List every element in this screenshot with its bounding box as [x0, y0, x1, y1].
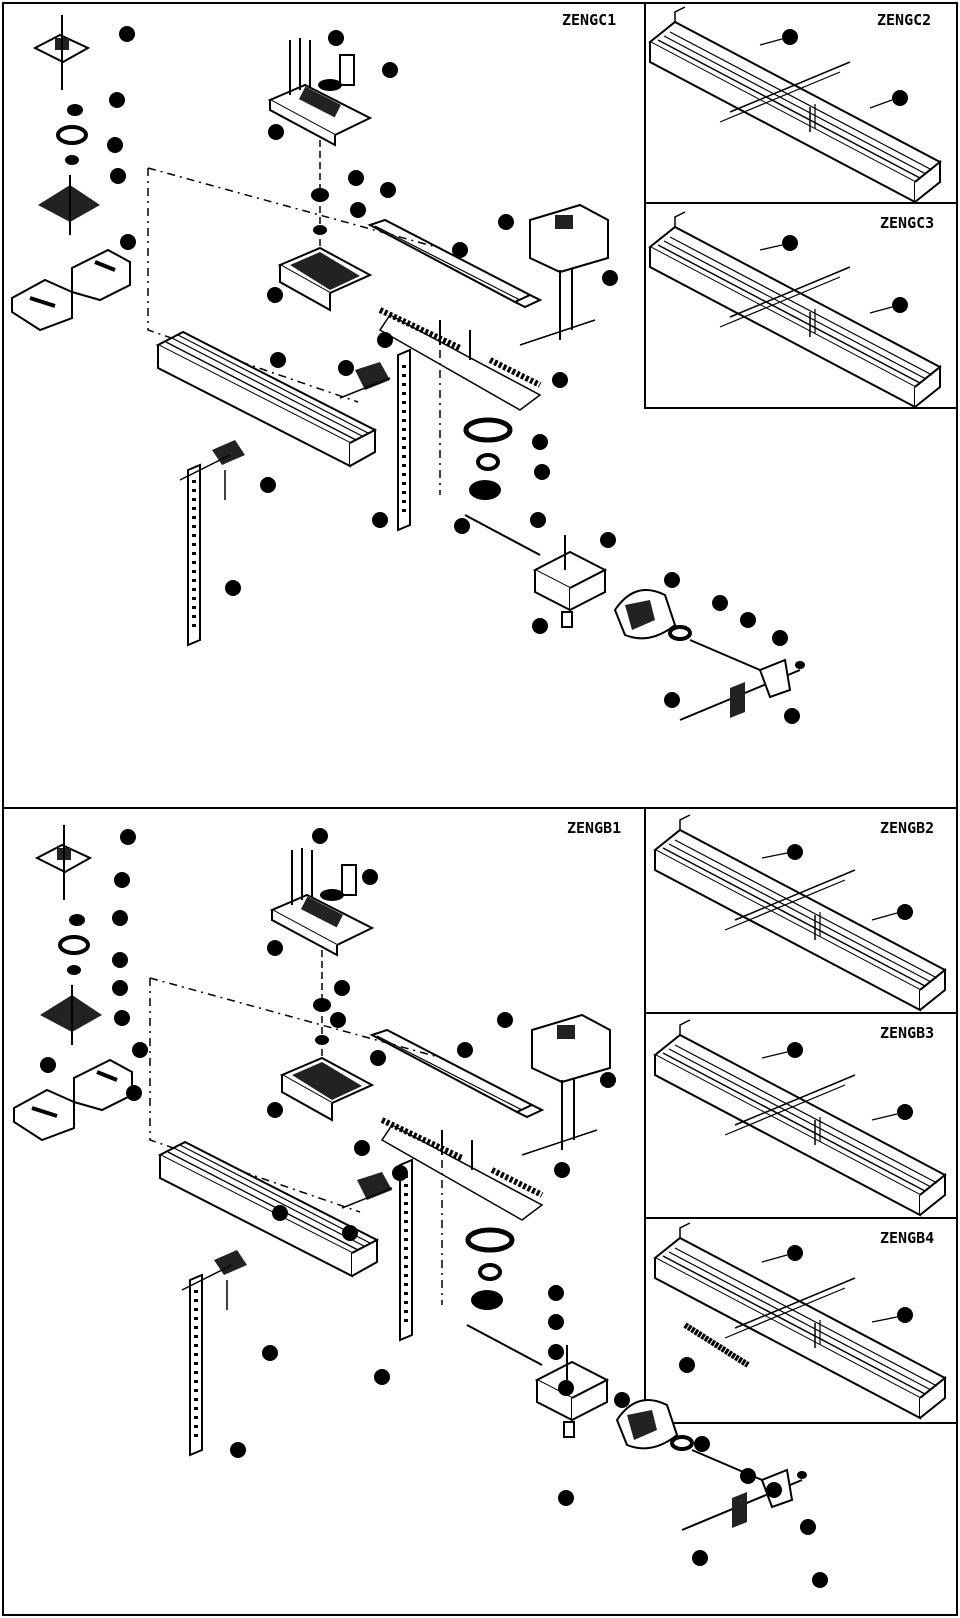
panel-label-zengb1: ZENGB1	[567, 819, 621, 837]
callout-zengb2-a	[787, 844, 803, 860]
assembly-zengc1	[12, 15, 805, 720]
callout-zengb3-a	[787, 1042, 803, 1058]
callout-zengb4-b	[897, 1307, 913, 1323]
panel-label-zengb2: ZENGB2	[880, 819, 934, 837]
callout-zengc2-b	[892, 90, 908, 106]
panel-label-zengb4: ZENGB4	[880, 1229, 934, 1247]
callout-zengb4-c	[679, 1357, 695, 1373]
chain-segment-zengb4	[683, 1322, 750, 1368]
panel-label-zengc2: ZENGC2	[877, 11, 931, 29]
inset-zengb4-frame	[644, 1217, 958, 1424]
callout-zengc2-a	[782, 29, 798, 45]
callouts-zengb1	[40, 828, 828, 1588]
panel-label-zengc3: ZENGC3	[880, 214, 934, 232]
callout-zengb2-b	[897, 904, 913, 920]
panel-label-zengb3: ZENGB3	[880, 1024, 934, 1042]
assembly-zengb1	[14, 825, 807, 1530]
callout-zengb3-b	[897, 1104, 913, 1120]
callout-zengb4-a	[787, 1245, 803, 1261]
callout-zengc3-a	[782, 235, 798, 251]
callout-zengc3-b	[892, 297, 908, 313]
panel-label-zengc1: ZENGC1	[562, 11, 616, 29]
